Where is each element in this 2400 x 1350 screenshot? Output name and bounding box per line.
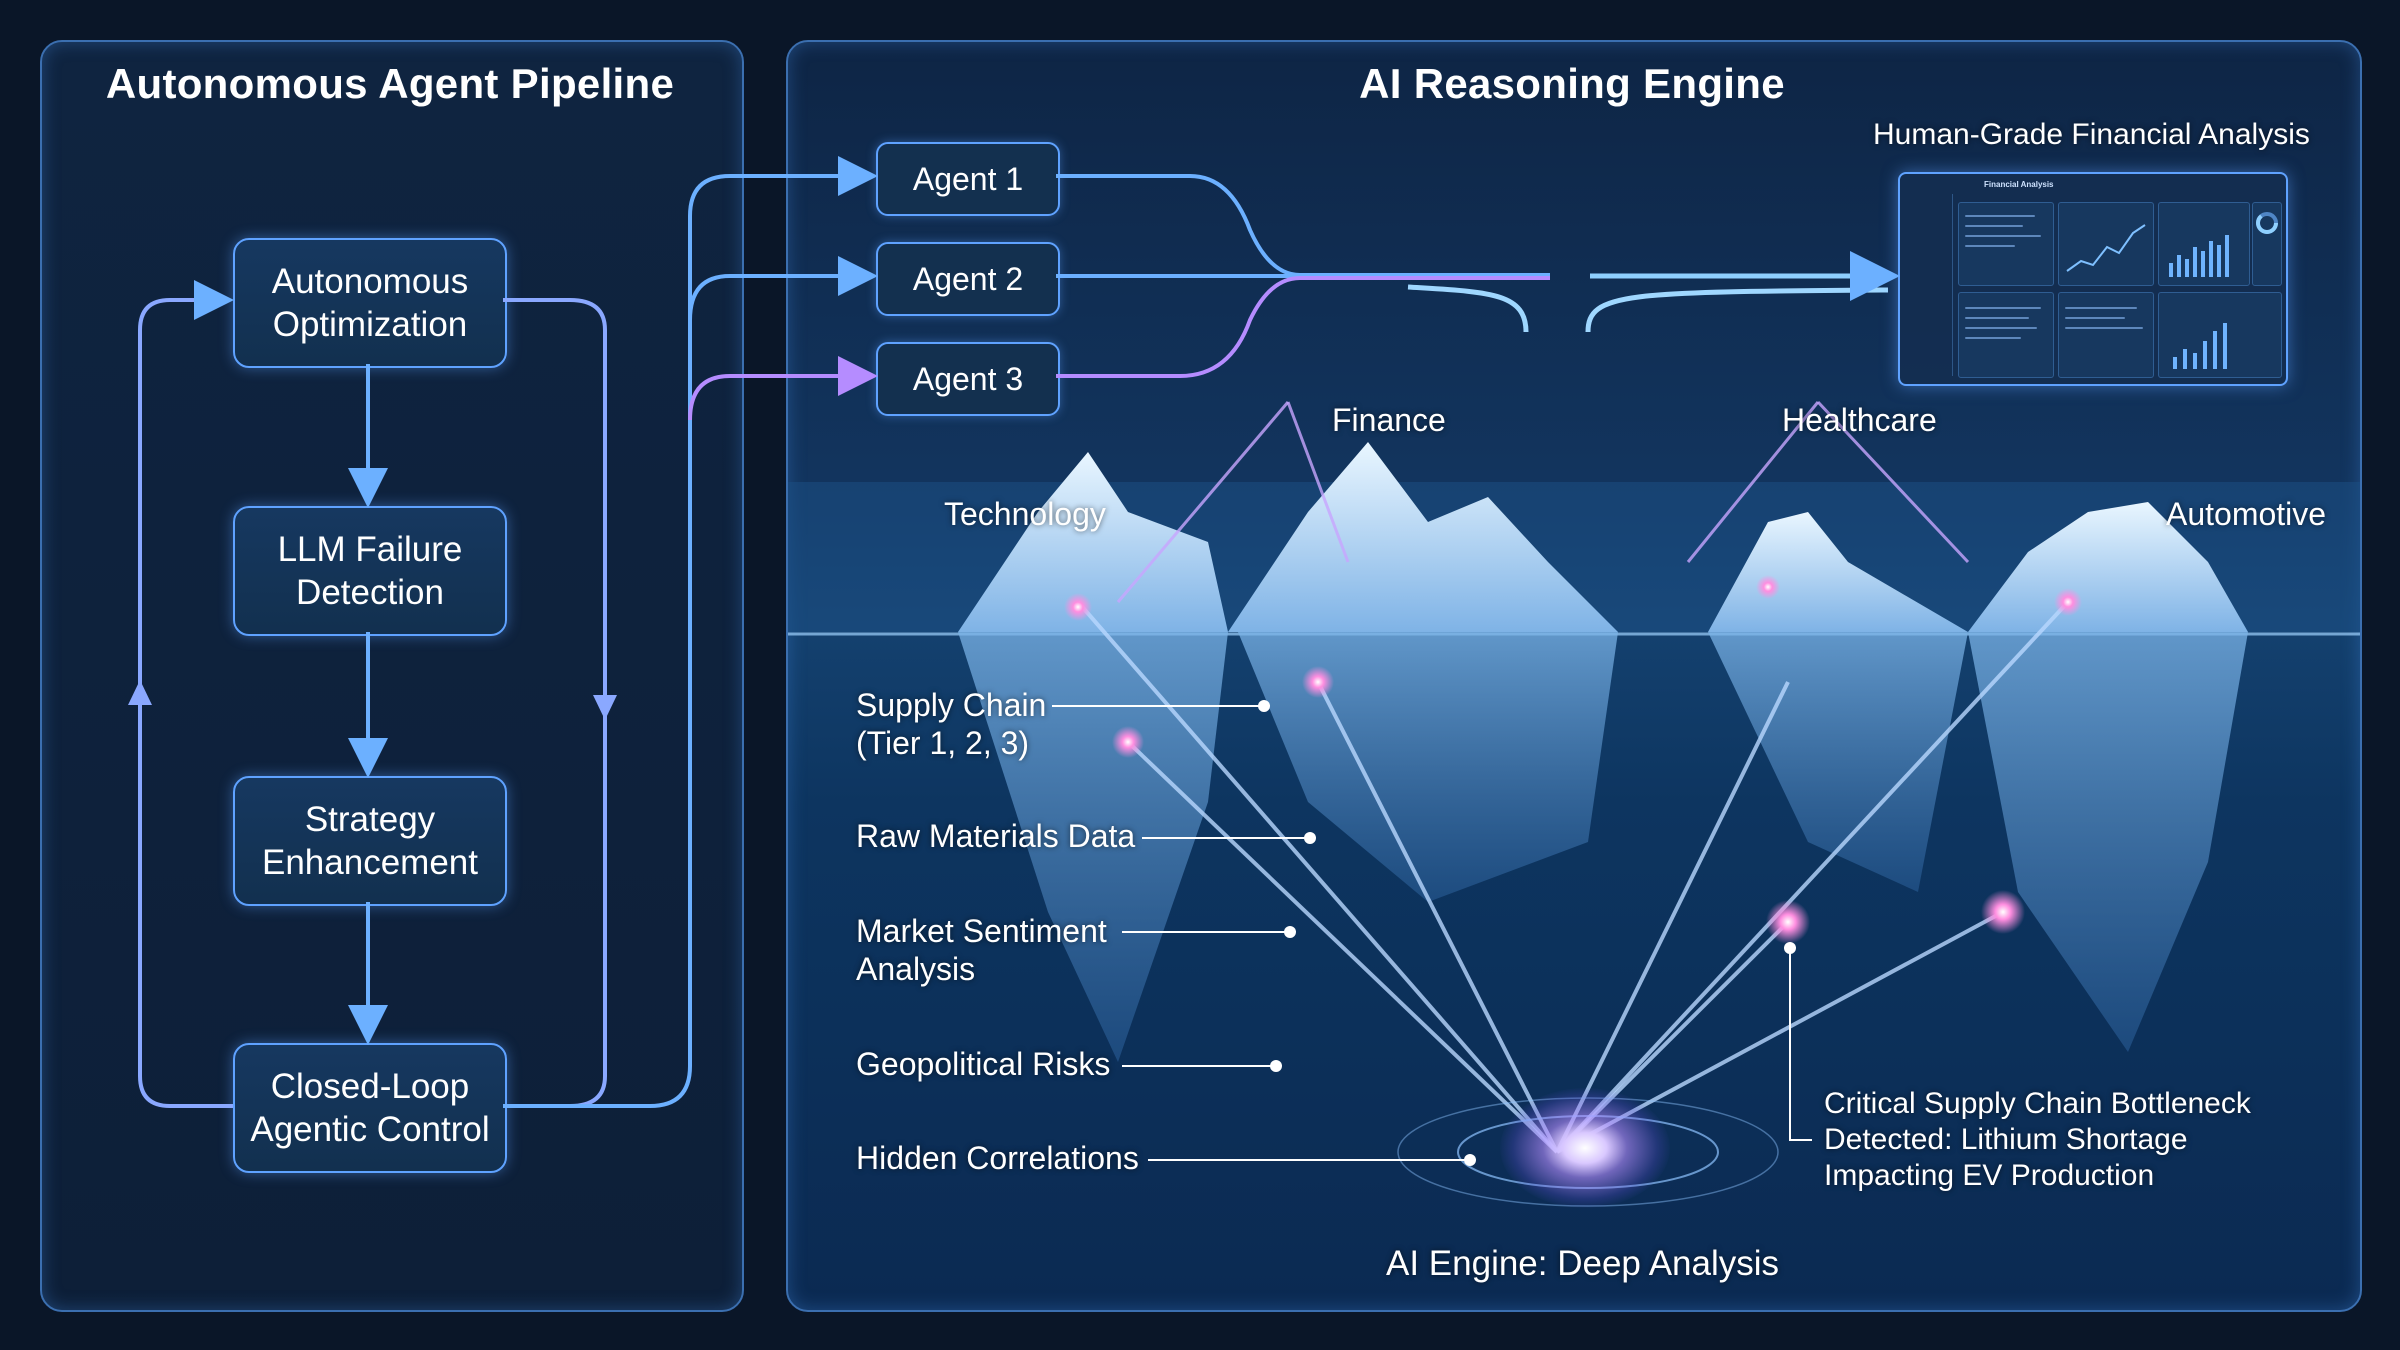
dashboard-sidebar [1906,194,1953,376]
output-label: Human-Grade Financial Analysis [1873,118,2310,151]
layer-hidden-correlations: Hidden Correlations [856,1140,1139,1176]
bar [2193,247,2197,277]
step-strategy-enhancement: Strategy Enhancement [233,776,507,906]
layer-raw-materials: Raw Materials Data [856,818,1136,854]
line-chart-icon [2066,224,2146,272]
analysis-beam [1555,681,1790,1153]
glow-node [2054,588,2082,616]
glow-node [1302,666,1334,698]
dashboard-card-line-chart [2058,202,2154,286]
analysis-beam [1076,600,1559,1154]
text-line [1965,327,2037,329]
domain-technology: Technology [944,496,1106,532]
bar [2213,331,2217,369]
bar [2173,357,2177,369]
domain-link [1116,401,1290,603]
domain-link [1686,401,1820,563]
bar [2203,341,2207,369]
layer-geopolitical-risks: Geopolitical Risks [856,1046,1111,1082]
domain-healthcare: Healthcare [1782,402,1937,438]
agent-2-box: Agent 2 [876,242,1060,316]
agent-label: Agent 2 [912,260,1024,297]
dashboard-card [2058,292,2154,378]
glow-node [1766,900,1810,944]
agent-label: Agent 1 [912,160,1024,197]
engine-title: AI Reasoning Engine [1359,60,1785,107]
text-line [1965,307,2041,309]
iceberg-underwater [1238,632,1618,902]
agent-1-box: Agent 1 [876,142,1060,216]
donut-chart-icon [2256,212,2278,234]
agent-3-box: Agent 3 [876,342,1060,416]
domain-link [1816,400,1970,564]
iceberg-underwater [1708,632,1968,892]
beam-branch-right [1585,287,1889,333]
beam-branch-left [1407,284,1529,333]
domain-finance: Finance [1332,402,1446,438]
bar [2209,241,2213,277]
bar [2185,259,2189,277]
bar [2193,353,2197,369]
iceberg-underwater [1968,632,2248,1052]
iceberg-peak-technology [958,452,1228,632]
bar [2183,349,2187,369]
text-line [2065,317,2125,319]
iceberg-underwater [958,632,1228,1062]
step-label: Strategy Enhancement [262,800,478,882]
dashboard-card-donut [2252,202,2282,286]
bar [2223,323,2227,369]
step-autonomous-optimization: Autonomous Optimization [233,238,507,368]
text-line [1965,215,2035,217]
glow-node [1064,593,1092,621]
text-line [2065,307,2137,309]
bar [2177,255,2181,277]
bar [2225,235,2229,277]
dashboard-card-bar-chart [2158,292,2282,378]
step-label: Autonomous Optimization [271,262,469,344]
domain-link [1286,401,1350,563]
iceberg-peak-automotive [1968,502,2248,632]
text-line [1965,235,2041,237]
iceberg-peak-healthcare [1708,512,1968,632]
dashboard-card-bar-chart [2158,202,2250,286]
ai-engine-core [1500,1088,1670,1208]
text-line [2065,327,2143,329]
layer-market-sentiment: Market Sentiment Analysis [856,913,1107,987]
agent-label: Agent 3 [912,360,1024,397]
text-line [1965,337,2021,339]
bar [2169,263,2173,277]
engine-label: AI Engine: Deep Analysis [1386,1244,1780,1283]
step-llm-failure-detection: LLM Failure Detection [233,506,507,636]
step-label: LLM Failure Detection [277,530,463,612]
domain-automotive: Automotive [2166,496,2327,532]
insight-callout: Critical Supply Chain Bottleneck Detecte… [1824,1087,2251,1192]
glow-node [1756,575,1780,599]
dashboard-card [1958,202,2054,286]
text-line [1965,225,2023,227]
text-line [1965,317,2029,319]
layer-supply-chain: Supply Chain (Tier 1, 2, 3) [856,687,1047,761]
analysis-beam [1126,740,1559,1154]
analysis-beam [1555,600,2070,1154]
iceberg-peak-finance [1228,442,1618,632]
dashboard-title: Financial Analysis [1984,180,2054,189]
bar [2217,245,2221,277]
bar [2201,251,2205,277]
glow-node [1981,890,2025,934]
pipeline-title: Autonomous Agent Pipeline [105,60,675,107]
step-label: Closed-Loop Agentic Control [250,1067,490,1149]
analysis-beam [1316,681,1559,1153]
financial-analysis-dashboard: Financial Analysis [1898,172,2288,386]
text-line [1965,245,2015,247]
glow-node [1112,726,1144,758]
step-closed-loop-control: Closed-Loop Agentic Control [233,1043,507,1173]
dashboard-card [1958,292,2054,378]
